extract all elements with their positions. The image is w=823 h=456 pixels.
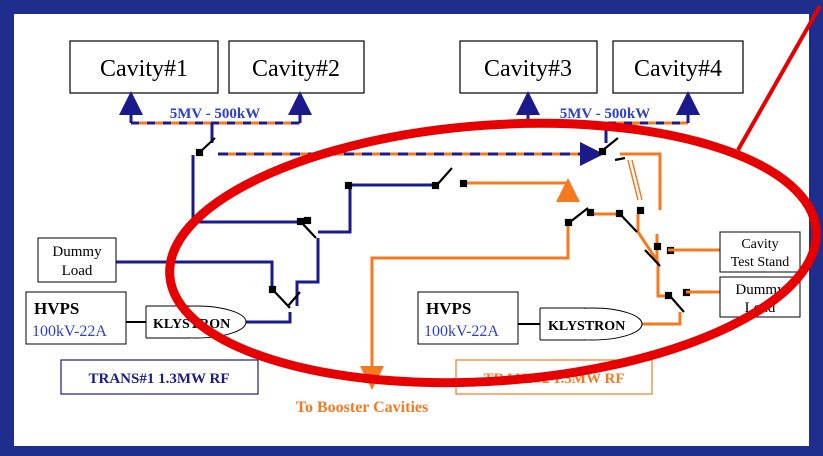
hvps-left-rating: 100kV-22A xyxy=(32,323,107,340)
test-stand-links xyxy=(668,248,720,294)
dummy-load-left-line2: Load xyxy=(62,263,93,279)
dummy-load-left: Dummy Load xyxy=(37,237,117,283)
hvps-right-title: HVPS xyxy=(426,299,471,318)
red-highlight-ellipse xyxy=(165,118,821,388)
hvps-left: HVPS 100kV-22A xyxy=(25,291,127,345)
hvps-right-rating: 100kV-22A xyxy=(424,323,499,340)
hvps-left-title: HVPS xyxy=(34,299,79,318)
klystron-right: KLYSTRON xyxy=(539,307,643,341)
left-cavity-bus xyxy=(119,91,312,143)
dummy-load-left-line1: Dummy xyxy=(52,244,102,260)
cavity-1-box: Cavity#1 xyxy=(69,40,219,94)
right-bus-label: 5MV - 500kW xyxy=(560,106,651,122)
rf-switches xyxy=(195,137,691,313)
cavity-test-stand: Cavity Test Stand xyxy=(719,231,801,273)
cavity-4-box: Cavity#4 xyxy=(612,40,744,94)
trans1-label: TRANS#1 1.3MW RF xyxy=(89,371,230,387)
left-bus-label: 5MV - 500kW xyxy=(170,106,261,122)
booster-label: To Booster Cavities xyxy=(296,399,428,416)
klystron-right-label: KLYSTRON xyxy=(548,319,625,334)
cavity-3-label: Cavity#3 xyxy=(484,56,572,82)
test-stand-line1: Cavity xyxy=(741,237,778,252)
dummy-load-right-line1: Dummy xyxy=(735,282,785,298)
trans2-network xyxy=(370,152,682,375)
test-stand-line2: Test Stand xyxy=(731,255,790,270)
cavity-3-box: Cavity#3 xyxy=(459,40,598,94)
trans1-box: TRANS#1 1.3MW RF xyxy=(60,359,259,395)
cavity-2-box: Cavity#2 xyxy=(228,40,365,94)
hvps-right: HVPS 100kV-22A xyxy=(417,291,519,345)
red-pointer-line xyxy=(736,5,822,151)
cavity-2-label: Cavity#2 xyxy=(252,56,340,82)
cavity-1-label: Cavity#1 xyxy=(100,56,188,82)
cavity-4-label: Cavity#4 xyxy=(634,56,722,82)
